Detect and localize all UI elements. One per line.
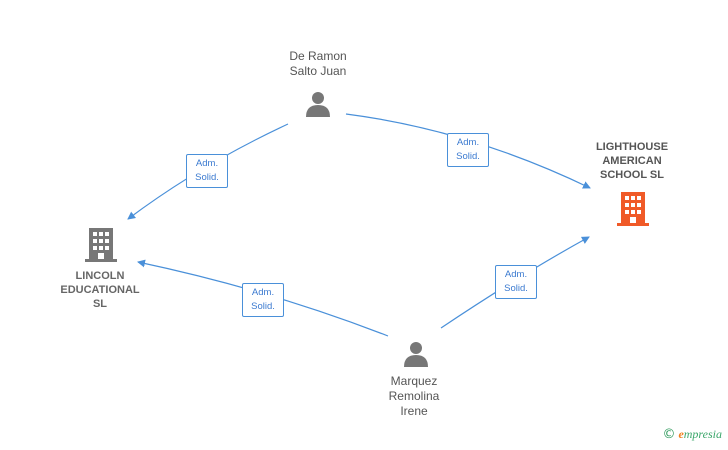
person-icon[interactable] <box>304 90 332 118</box>
edge-label-top-main: Adm. Solid. <box>447 133 489 167</box>
edge-label-bottom-main: Adm. Solid. <box>495 265 537 299</box>
brand-name: mpresia <box>683 427 722 441</box>
person-icon[interactable] <box>402 340 430 368</box>
copyright-symbol: © <box>662 427 676 442</box>
company-name-main[interactable]: LIGHTHOUSE AMERICAN SCHOOL SL <box>595 141 669 181</box>
person-name-bottom[interactable]: Marquez Remolina Irene <box>388 374 440 418</box>
company-name-left[interactable]: LINCOLN EDUCATIONAL SL <box>60 270 140 310</box>
building-icon[interactable] <box>617 192 649 226</box>
edge-label-top-left: Adm. Solid. <box>186 154 228 188</box>
brand-initial: e <box>678 427 684 441</box>
building-icon[interactable] <box>85 228 117 262</box>
empresia-watermark: ©empresia <box>662 427 722 442</box>
edge-label-bottom-left: Adm. Solid. <box>242 283 284 317</box>
person-name-top[interactable]: De Ramon Salto Juan <box>289 49 347 78</box>
